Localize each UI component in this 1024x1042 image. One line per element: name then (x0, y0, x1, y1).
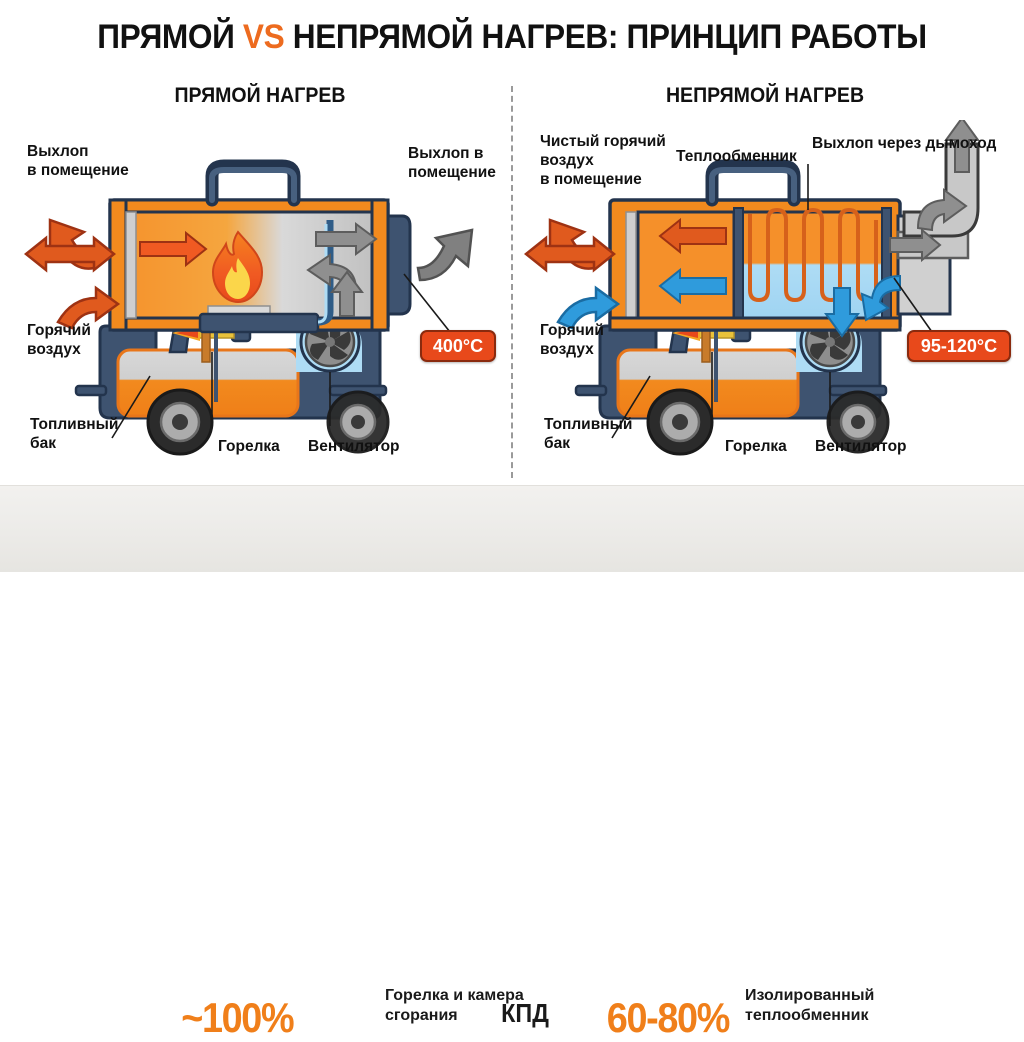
right-label-heat-exchanger: Теплообменник (676, 148, 797, 165)
right-inner-arrow-gray (889, 227, 942, 263)
footer-left-value: ~100% (181, 994, 294, 1041)
left-inner-arrow-orange (139, 230, 208, 268)
left-heater-diagram (23, 159, 474, 456)
left-hot-air-arrow-curve (56, 285, 121, 330)
right-clean-air-arrow-double (523, 235, 617, 273)
left-exhaust-arrow-gray (416, 228, 474, 282)
panel-right-subtitle: НЕПРЯМОЙ НАГРЕВ (665, 84, 865, 107)
left-flame-icon (211, 230, 264, 304)
right-label-hot-air: Горячий воздух (540, 322, 604, 358)
title-part2: НЕПРЯМОЙ НАГРЕВ: ПРИНЦИП РАБОТЫ (284, 18, 927, 56)
right-label-fan: Вентилятор (815, 438, 907, 455)
right-label-exhaust-chimney: Выхлоп через дымоход (812, 135, 997, 152)
left-label-exhaust-room-right: Выхлоп в помещение (408, 145, 496, 181)
right-label-clean-hot-air: Чистый горячий воздух в помещение (540, 133, 666, 188)
right-cabinet (608, 198, 902, 332)
page-title: ПРЯМОЙ VS НЕПРЯМОЙ НАГРЕВ: ПРИНЦИП РАБОТ… (36, 18, 988, 57)
left-label-exhaust-room: Выхлоп в помещение (27, 143, 129, 179)
right-handle-highlight (709, 167, 797, 203)
left-temperature-badge: 400°C (420, 330, 496, 362)
right-cold-air-arrow-curve (556, 285, 621, 330)
heat-exchanger-coil (748, 208, 878, 303)
right-fan-air-arrow (824, 274, 901, 338)
left-label-hot-air: Горячий воздух (27, 322, 91, 358)
left-air-pipe-inner (317, 224, 328, 324)
right-label-burner: Горелка (725, 438, 787, 455)
left-label-fan: Вентилятор (308, 438, 400, 455)
left-burner-base (198, 312, 320, 334)
chimney-exhaust-arrow-up (944, 120, 980, 173)
right-inner-arrow-orange (658, 217, 727, 255)
right-leader-lines (611, 164, 933, 439)
right-label-fuel-tank: Топливный бак (544, 416, 633, 452)
footer-right-value: 60-80% (606, 994, 731, 1041)
title-part1: ПРЯМОЙ (97, 18, 243, 56)
right-heater-diagram (523, 120, 980, 456)
footer-right-description: Изолированный теплообменник (745, 987, 875, 1024)
left-label-fuel-tank: Топливный бак (30, 416, 119, 452)
left-inner-arrow-gray-top (315, 222, 378, 256)
efficiency-footer: ~100% Горелка и камера сгорания КПД 60-8… (0, 485, 1024, 1041)
left-label-burner: Горелка (218, 438, 280, 455)
chimney-exhaust-arrow-curve (916, 188, 968, 232)
footer-metric-label: КПД (501, 998, 549, 1028)
left-hot-air-arrow-double (23, 235, 117, 273)
right-temperature-badge: 95-120°C (907, 330, 1011, 362)
infographic-canvas: ПРЯМОЙ VS НЕПРЯМОЙ НАГРЕВ: ПРИНЦИП РАБОТ… (0, 18, 1024, 1041)
left-inner-arrow-gray-up (330, 270, 364, 317)
left-outlet-duct (386, 214, 412, 316)
panel-left-subtitle: ПРЯМОЙ НАГРЕВ (174, 84, 346, 107)
left-handle-highlight (209, 167, 297, 203)
right-inner-arrow-blue (658, 267, 727, 305)
title-vs: VS (242, 18, 285, 56)
left-leader-lines (111, 273, 451, 439)
panel-divider (511, 86, 513, 478)
